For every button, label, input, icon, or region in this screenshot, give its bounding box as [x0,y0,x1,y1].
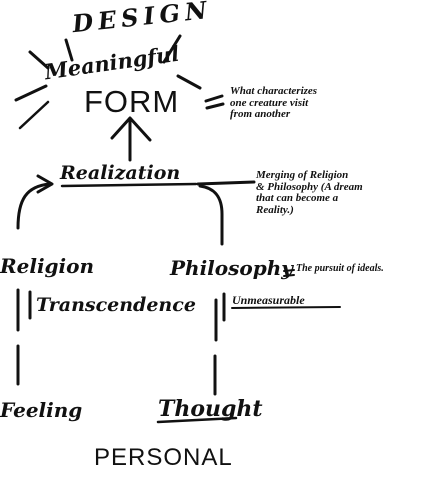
arrow-up-head [110,116,152,142]
transcendence-label: Transcendence [36,294,196,316]
religion-label: Religion [0,254,95,278]
form-equals-top [204,94,224,103]
realization-note-line-1: Merging of Religion [256,169,349,181]
right-vertical [213,298,218,396]
form-equals-bottom [205,102,225,110]
realization-label: Realization [60,162,181,184]
form-note: What characterizes one creature visit fr… [230,85,318,121]
thought-label: Thought [158,396,263,422]
philosophy-note: The pursuit of ideals. [296,263,384,274]
form-note-line-3: from another [230,108,291,121]
realization-dash [196,180,256,186]
thought-underline [156,416,238,424]
realization-note-line-4: Reality.) [256,203,294,216]
ray-bottom-right [176,74,202,90]
form-note-line-2: one creature visit [230,96,309,109]
realization-note-line-2: & Philosophy (A dream [256,180,363,193]
philosophy-label: Philosophy [170,256,293,280]
realization-note-line-3: that can become a [256,192,339,205]
ray-top-mid [64,38,74,62]
right-curve [198,184,224,246]
realization-underline [60,182,198,188]
left-arrow-curve [16,182,52,230]
unmeasurable-underline [231,306,341,309]
ray-top-right [162,34,182,64]
feeling-label: Feeling [0,398,83,422]
philosophy-equals-top [283,269,295,272]
ray-bottom-left [18,100,50,130]
ray-top-left [28,50,50,70]
left-arrow-head [36,174,54,194]
philosophy-equals-bottom [283,274,295,277]
personal-label: PERSONAL [94,444,233,471]
unmeasurable-label: Unmeasurable [232,293,305,307]
realization-note: Merging of Religion & Philosophy (A drea… [256,169,363,216]
ray-left [14,84,48,102]
form-label: FORM [84,84,180,119]
form-note-line-1: What characterizes [230,85,318,97]
